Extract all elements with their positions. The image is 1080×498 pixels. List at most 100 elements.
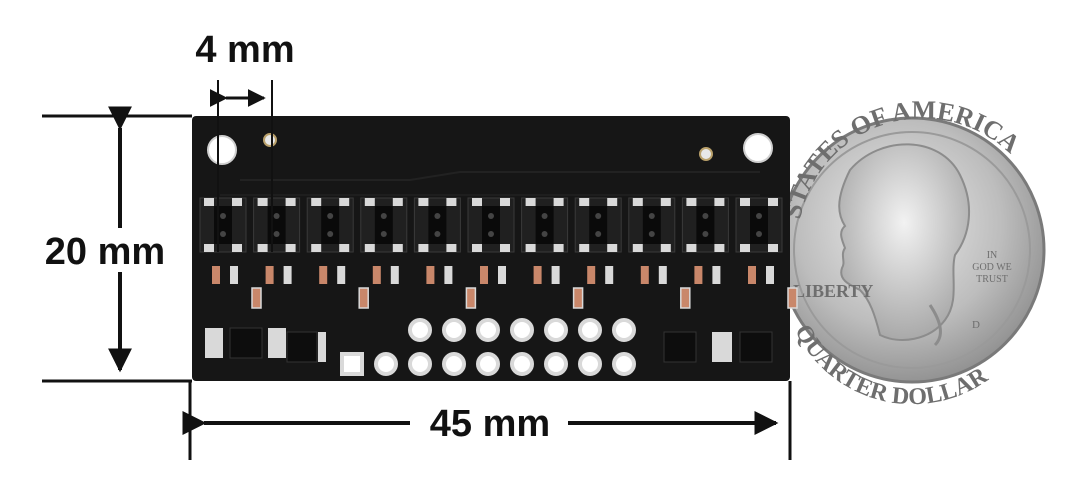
via-pad xyxy=(699,147,713,161)
sensor-emitter xyxy=(327,213,334,219)
sensor-pad xyxy=(632,244,643,252)
sensor-pad xyxy=(740,198,750,206)
smd-resistor xyxy=(533,266,542,284)
coin-hair-ribbon xyxy=(928,304,942,347)
smd-capacitor xyxy=(251,287,262,309)
header-pin-hole xyxy=(612,318,636,342)
header-pin-hole xyxy=(510,318,534,342)
sensor-pad xyxy=(553,244,564,252)
sensor-pad xyxy=(339,244,350,252)
sensor-pad xyxy=(579,244,590,252)
coin-side-text: LIBERTY xyxy=(793,281,873,301)
sensor-emitter xyxy=(488,213,494,219)
smd-resistor xyxy=(748,266,756,284)
smd-resistor xyxy=(712,266,721,284)
ic-chip-center-left xyxy=(286,331,326,363)
sensor-detector xyxy=(273,231,280,237)
reflectance-sensor xyxy=(360,197,408,253)
header-pin-hole xyxy=(476,318,500,342)
header-pin-square xyxy=(340,352,364,376)
reflectance-sensor xyxy=(199,197,247,253)
sensor-detector xyxy=(541,231,548,237)
sensor-pad xyxy=(579,198,590,206)
sensor-pad xyxy=(364,198,375,206)
sensor-pad xyxy=(392,198,403,206)
smd-resistor xyxy=(390,266,399,284)
smd-resistors xyxy=(212,266,798,309)
sensor-window xyxy=(750,206,768,244)
sensor-pad xyxy=(285,198,296,206)
sensor-pad xyxy=(714,198,725,206)
smd-resistor xyxy=(319,266,328,284)
header-pin-hole xyxy=(578,318,602,342)
sensor-array-board xyxy=(192,116,798,381)
sensor-pad xyxy=(686,198,697,206)
smd-capacitor xyxy=(572,287,584,309)
sensor-pad xyxy=(553,198,564,206)
coin-motto-2: GOD WE xyxy=(972,262,1012,273)
header-pin-hole xyxy=(544,352,568,376)
header-pin-hole xyxy=(442,352,466,376)
sensor-window xyxy=(321,206,340,244)
header-pin-hole xyxy=(544,318,568,342)
sensor-window xyxy=(642,206,661,244)
sensor-pad xyxy=(607,244,618,252)
sensor-pad xyxy=(472,198,482,206)
sensor-detector xyxy=(488,231,494,237)
sensor-emitter xyxy=(220,213,226,219)
smd-resistor xyxy=(766,266,774,284)
coin-mint-mark: D xyxy=(972,319,980,331)
sensor-pad xyxy=(525,198,536,206)
sensor-emitter xyxy=(541,213,548,219)
header-pin-hole xyxy=(408,352,432,376)
header-pin-hole xyxy=(578,352,602,376)
sensor-detector xyxy=(380,231,387,237)
via-pad xyxy=(263,133,277,147)
sensor-pad xyxy=(714,244,725,252)
smd-resistor xyxy=(498,266,506,284)
smd-capacitor xyxy=(358,287,369,309)
sensor-pad xyxy=(686,244,697,252)
smd-resistor xyxy=(605,266,614,284)
header-pin-hole xyxy=(442,318,466,342)
reflectance-sensor xyxy=(253,197,301,253)
smd-resistor xyxy=(640,266,649,284)
ic-chip-left xyxy=(205,327,286,359)
smd-resistor xyxy=(265,266,274,284)
sensor-pad xyxy=(392,244,403,252)
sensor-pad xyxy=(204,198,214,206)
sensor-detector xyxy=(327,231,334,237)
reflectance-sensor xyxy=(413,197,461,253)
smd-resistor xyxy=(480,266,488,284)
smd-capacitor xyxy=(787,287,798,309)
sensor-pad xyxy=(740,244,750,252)
header-pin-holes xyxy=(340,318,636,376)
sensor-window xyxy=(374,206,393,244)
sensor-pitch-label: 4 mm xyxy=(195,29,294,71)
reflectance-sensor xyxy=(735,197,783,253)
ic-chip-right xyxy=(663,331,773,363)
smd-resistor xyxy=(337,266,346,284)
header-pin-hole xyxy=(476,352,500,376)
pcb-trace xyxy=(240,171,760,181)
board-width-label: 45 mm xyxy=(430,403,550,445)
dimension-annotations xyxy=(42,80,792,460)
sensor-pad xyxy=(607,198,618,206)
sensor-window xyxy=(696,206,715,244)
reflectance-sensor xyxy=(574,197,622,253)
coin-motto-3: TRUST xyxy=(976,274,1008,285)
sensor-detector xyxy=(702,231,709,237)
sensor-emitter xyxy=(595,213,602,219)
sensor-pad xyxy=(446,244,457,252)
smd-resistor xyxy=(694,266,703,284)
sensor-pad xyxy=(285,244,296,252)
sensor-pad xyxy=(257,244,268,252)
mounting-hole-left xyxy=(207,135,237,165)
smd-resistor xyxy=(551,266,560,284)
sensor-window xyxy=(267,206,286,244)
smd-resistor xyxy=(587,266,596,284)
smd-resistor xyxy=(444,266,453,284)
sensor-emitter xyxy=(702,213,709,219)
sensor-pad xyxy=(418,244,429,252)
